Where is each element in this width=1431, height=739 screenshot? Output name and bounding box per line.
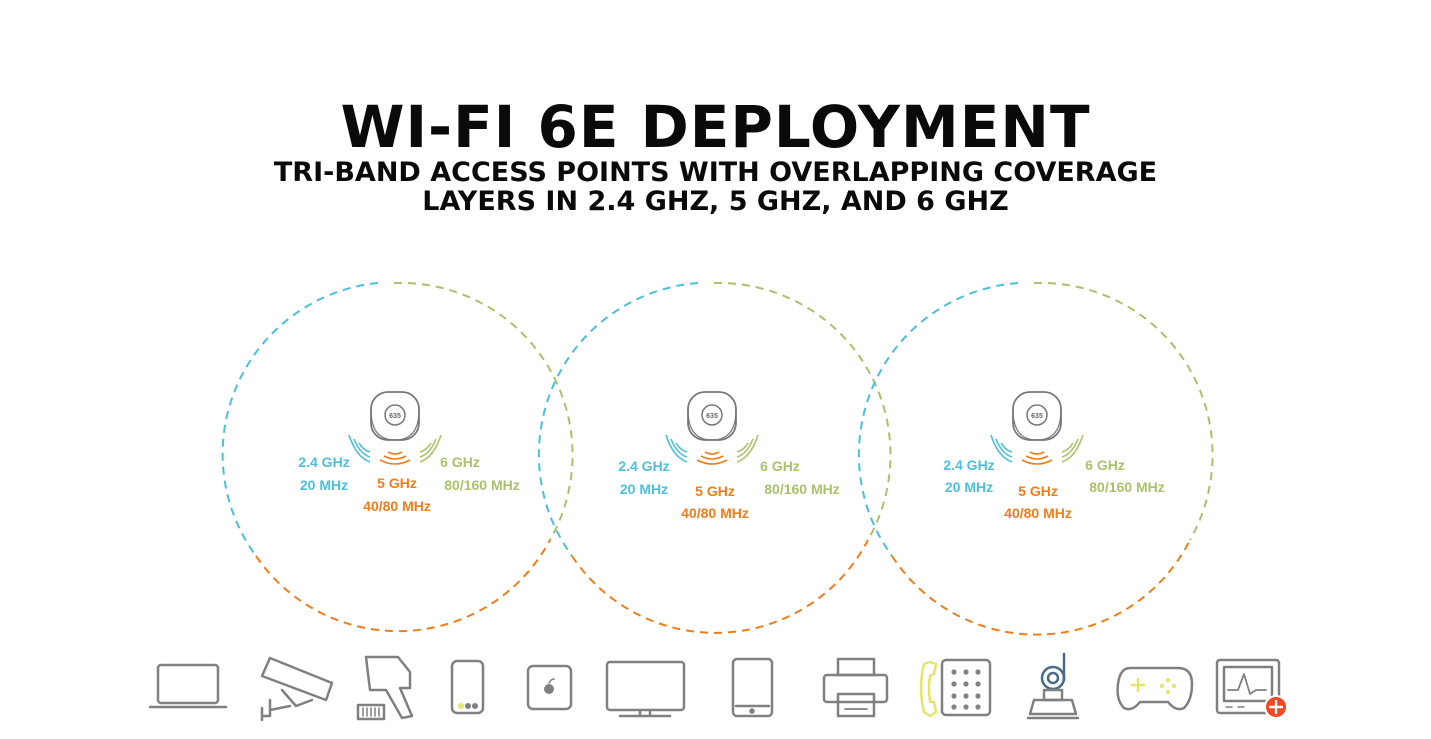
wifi-signal-24ghz-icon [348,434,371,463]
coverage-circle-3 [857,281,1214,636]
band-5ghz-label: 5 GHz [377,475,417,491]
device-row [148,652,1288,722]
band-24ghz-width: 20 MHz [945,479,993,495]
wifi-signal-5ghz-icon [696,451,728,465]
wifi-signal-5ghz-icon [379,451,411,465]
coverage-arc-6ghz [713,281,892,541]
band-24ghz-width: 20 MHz [300,477,348,493]
coverage-arc-24ghz [221,282,379,557]
coverage-arc-6ghz [393,281,574,541]
apple-tv-icon [526,664,573,711]
coverage-arc-5ghz [891,539,1191,636]
wifi-signal-6ghz-icon [419,434,442,463]
wifi-signal-24ghz-icon [665,434,688,463]
security-camera-icon [260,656,334,722]
band-24ghz-label: 2.4 GHz [298,454,349,470]
band-6ghz-width: 80/160 MHz [444,477,519,493]
coverage-arc-5ghz [255,539,551,633]
smartphone-icon [450,659,485,715]
industrial-sensor-icon [1026,652,1080,720]
printer-icon [822,657,889,718]
wifi-signal-24ghz-icon [990,434,1013,463]
access-point-icon: 635 [370,391,420,441]
band-5ghz-width: 40/80 MHz [1004,505,1072,521]
ap-model-label: 635 [706,413,718,420]
band-6ghz-width: 80/160 MHz [764,481,839,497]
band-5ghz-label: 5 GHz [1018,483,1058,499]
access-point-2: 635 2.4 GHz 20 MHz 5 GHz 40/80 MHz 6 GHz… [618,391,840,521]
band-5ghz-label: 5 GHz [695,483,735,499]
medical-monitor-icon [1215,658,1288,719]
band-6ghz-label: 6 GHz [1085,457,1125,473]
wifi-signal-5ghz-icon [1021,451,1053,465]
access-point-icon: 635 [687,391,737,441]
coverage-arc-24ghz [857,282,1019,557]
band-24ghz-width: 20 MHz [620,481,668,497]
tablet-icon [731,657,774,718]
band-24ghz-label: 2.4 GHz [618,458,669,474]
coverage-arc-6ghz [1033,281,1214,541]
band-6ghz-label: 6 GHz [760,458,800,474]
desk-phone-icon [919,658,992,718]
wifi-signal-6ghz-icon [1061,434,1084,463]
access-point-1: 635 2.4 GHz 20 MHz 5 GHz 40/80 MHz 6 GHz… [298,391,520,514]
ap-model-label: 635 [1031,413,1043,420]
band-5ghz-width: 40/80 MHz [363,498,431,514]
page-title: WI-FI 6E DEPLOYMENT [340,93,1091,161]
coverage-arc-24ghz [537,282,699,557]
page-subtitle-line-2: LAYERS IN 2.4 GHZ, 5 GHZ, AND 6 GHZ [422,186,1009,217]
coverage-circle-2 [537,281,892,634]
ap-model-label: 635 [389,413,401,420]
page-subtitle-line-1: TRI-BAND ACCESS POINTS WITH OVERLAPPING … [273,157,1158,188]
monitor-icon [605,660,686,718]
coverage-circle-1 [221,281,574,633]
band-24ghz-label: 2.4 GHz [943,457,994,473]
band-6ghz-width: 80/160 MHz [1089,479,1164,495]
band-6ghz-label: 6 GHz [440,454,480,470]
band-5ghz-width: 40/80 MHz [681,505,749,521]
laptop-icon [148,663,228,709]
wifi-signal-6ghz-icon [736,434,759,463]
game-controller-icon [1116,666,1194,711]
barcode-scanner-icon [356,655,414,721]
access-point-3: 635 2.4 GHz 20 MHz 5 GHz 40/80 MHz 6 GHz… [943,391,1165,521]
coverage-arc-5ghz [571,539,869,634]
access-point-icon: 635 [1012,391,1062,441]
